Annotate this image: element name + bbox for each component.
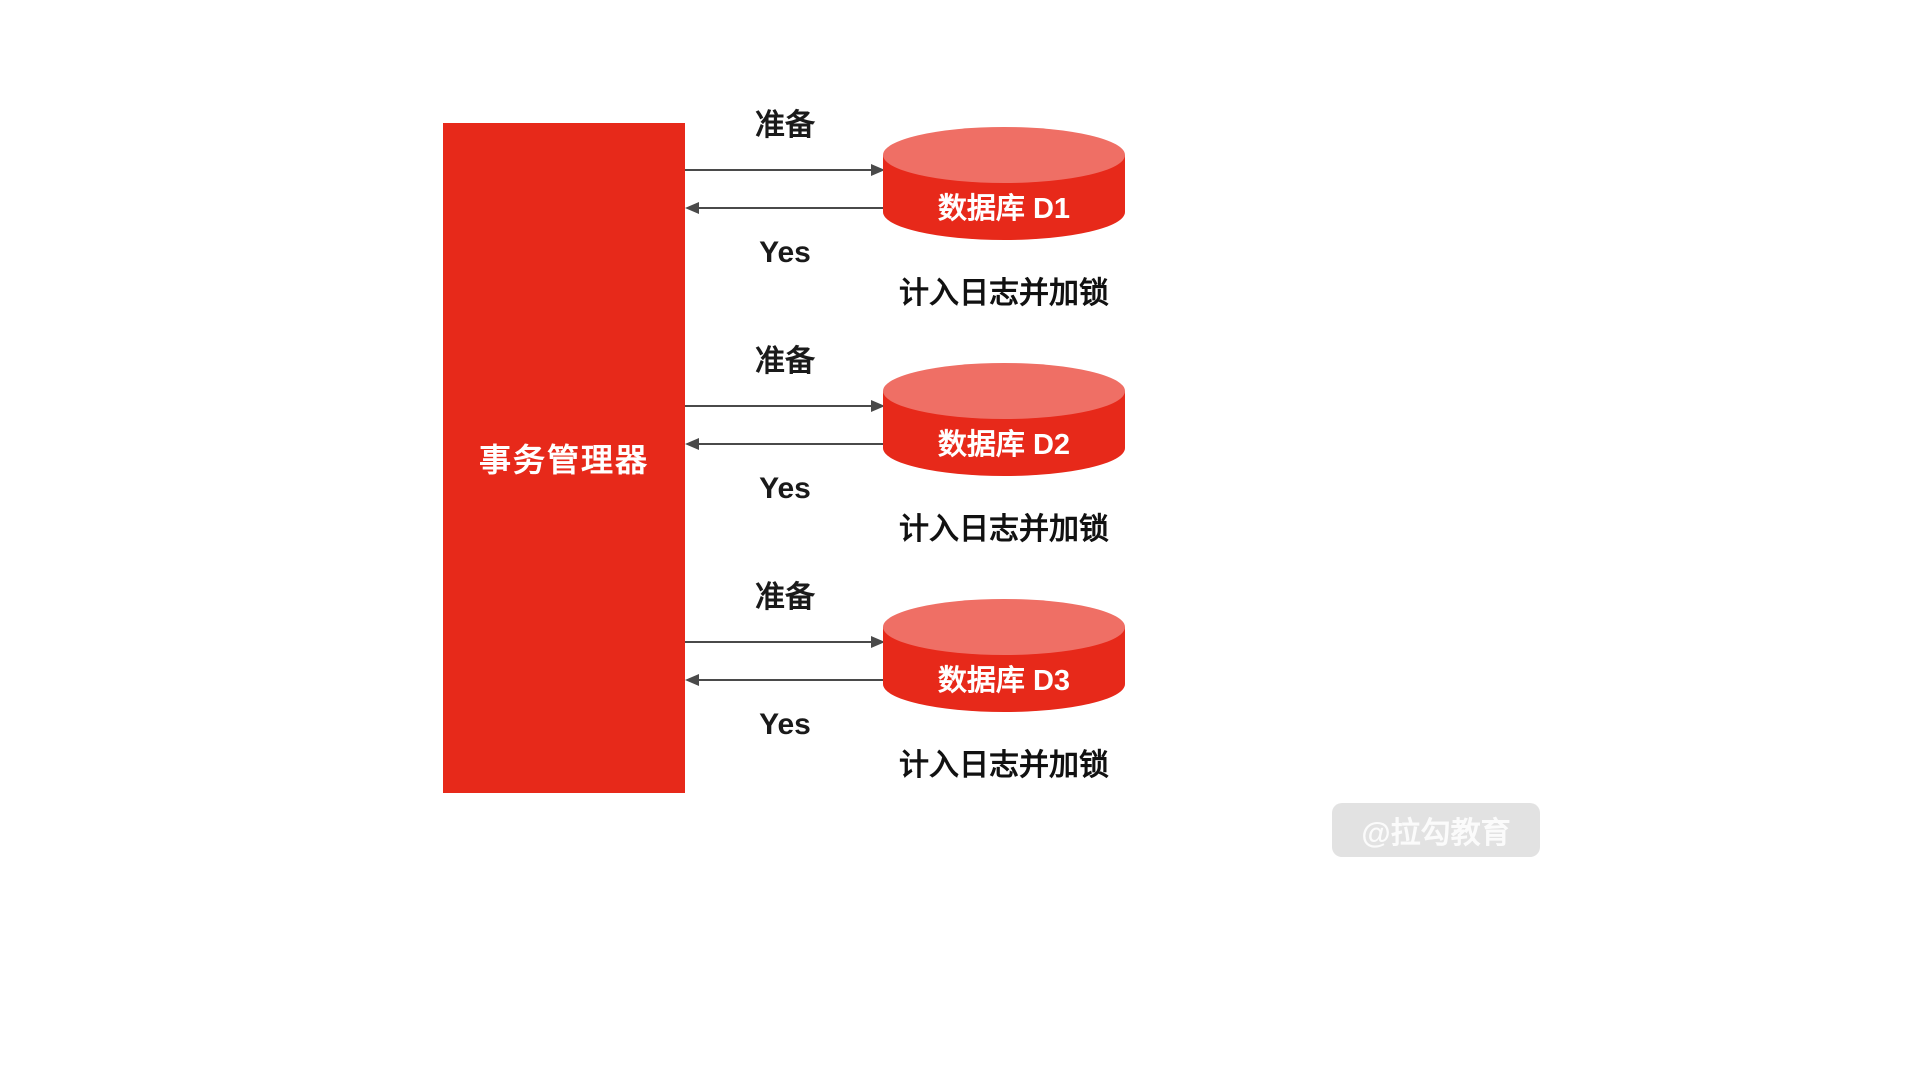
reply-arrow-icon [685, 202, 885, 214]
database-d2-cylinder: 数据库 D2 [883, 363, 1125, 476]
database-d3-label: 数据库 D3 [937, 665, 1071, 697]
watermark-badge: @拉勾教育 [1332, 803, 1540, 857]
database-d2-note: 计入日志并加锁 [899, 513, 1109, 546]
database-d3-cylinder: 数据库 D3 [883, 599, 1125, 712]
watermark-text: @拉勾教育 [1361, 817, 1511, 850]
reply-label: Yes [759, 472, 811, 505]
prepare-label: 准备 [755, 345, 815, 378]
database-d1-cylinder: 数据库 D1 [883, 127, 1125, 240]
transaction-manager-label: 事务管理器 [478, 442, 649, 478]
cylinder-top-ellipse [883, 127, 1125, 183]
cylinder-top-ellipse [883, 599, 1125, 655]
transaction-manager-box: 事务管理器 [443, 123, 685, 793]
database-d1-note: 计入日志并加锁 [899, 277, 1109, 310]
database-d2-label: 数据库 D2 [937, 429, 1071, 461]
reply-arrow-icon [685, 438, 885, 450]
reply-label: Yes [759, 708, 811, 741]
prepare-arrow-icon [685, 636, 885, 648]
cylinder-top-ellipse [883, 363, 1125, 419]
reply-arrow-icon [685, 674, 885, 686]
database-d1-label: 数据库 D1 [937, 193, 1071, 225]
prepare-arrow-icon [685, 164, 885, 176]
flow-row-d1: 准备 Yes 数据库 D1 计入日志并加锁 [685, 90, 1145, 326]
flow-row-d2: 准备 Yes 数据库 D2 计入日志并加锁 [685, 326, 1145, 562]
prepare-label: 准备 [755, 581, 815, 614]
flow-row-d3: 准备 Yes 数据库 D3 计入日志并加锁 [685, 562, 1145, 798]
prepare-arrow-icon [685, 400, 885, 412]
database-d3-note: 计入日志并加锁 [899, 749, 1109, 782]
reply-label: Yes [759, 236, 811, 269]
prepare-label: 准备 [755, 109, 815, 142]
